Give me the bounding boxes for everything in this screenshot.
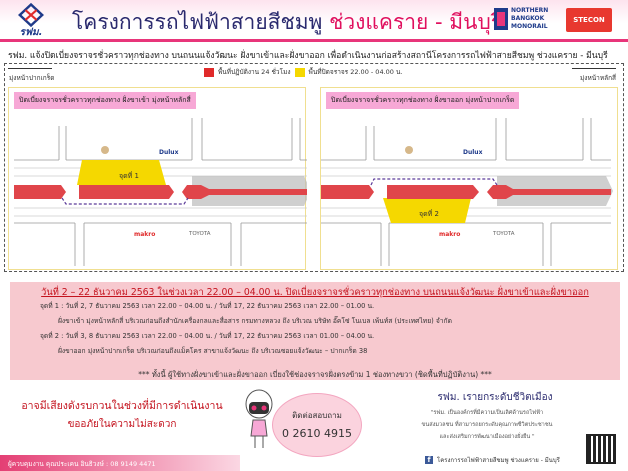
slogan-quote: "รฟม. เป็นองค์กรที่มีความเป็นเลิศด้านรถไ…	[430, 410, 544, 416]
facebook-icon: f	[425, 456, 433, 464]
qr-code	[586, 434, 616, 464]
diagram-frame	[4, 63, 624, 272]
footer-supervisor: ผู้ควบคุมงาน คุณประเคน อินธิวงษ์ : 08 91…	[0, 455, 240, 471]
mrta-emblem-icon	[18, 2, 44, 28]
point-2-label: จุดที่ 2	[419, 209, 439, 218]
schedule-line: จุดที่ 1 : วันที่ 2, 7 ธันวาคม 2563 เวลา…	[40, 302, 375, 310]
contact-phone[interactable]: 0 2610 4915	[282, 427, 352, 440]
legend-swatch-yellow	[294, 67, 305, 77]
stecon-logo: STECON	[566, 8, 612, 32]
announcement-subtitle: รฟม. แจ้งปิดเบี่ยงจราจรชั่วคราวทุกช่องทา…	[8, 51, 608, 61]
panel-title: ปิดเบี่ยงจราจรชั่วคราวทุกช่องทาง ฝั่งขาอ…	[326, 92, 520, 109]
nbm-logo: NORTHERN BANGKOK MONORAIL	[494, 4, 562, 36]
noise-notice: อาจมีเสียงดังรบกวนในช่วงที่มีการดำเนินงา…	[21, 400, 223, 412]
diagram-panel-2: จุดที่ 2 Dulux makro TOYOTA ปิดเบี่ยงจรา…	[320, 87, 618, 270]
mrta-logo: รฟม.	[8, 2, 54, 40]
mascot-illustration	[245, 389, 273, 448]
panel-title: ปิดเบี่ยงจราจรชั่วคราวทุกช่องทาง ฝั่งขาเ…	[14, 92, 196, 109]
facebook-link[interactable]: f โครงการรถไฟฟ้าสายสีชมพู ช่วงแคราย - มีน…	[425, 455, 560, 465]
road-diagram: จุดที่ 1 Dulux makro TOYOTA	[14, 118, 307, 266]
legend-swatch-red	[204, 67, 214, 77]
page-title: โครงการรถไฟฟ้าสายสีชมพู ช่วงแคราย - มีนบ…	[72, 10, 503, 34]
legend: พื้นที่ปฏิบัติงาน 24 ชั่วโมง พื้นที่ปิดจ…	[204, 67, 403, 77]
schedule-line: ฝั่งขาออก มุ่งหน้าปากเกร็ด บริเวณก่อนถึง…	[58, 347, 368, 355]
header: รฟม. โครงการรถไฟฟ้าสายสีชมพู ช่วงแคราย -…	[0, 0, 628, 42]
arrow-left-icon	[8, 68, 52, 69]
toyota-label: TOYOTA	[188, 231, 211, 237]
legend-label: พื้นที่ปิดจราจร 22.00 - 04.00 น.	[308, 68, 403, 76]
toyota-label: TOYOTA	[492, 231, 515, 237]
road-diagram: จุดที่ 2 Dulux makro TOYOTA	[321, 118, 613, 266]
dulux-label: Dulux	[463, 149, 483, 156]
point-1-label: จุดที่ 1	[119, 171, 139, 180]
slogan-title: รฟม. เรายกระดับชีวิตเมือง	[437, 392, 553, 403]
dulux-label: Dulux	[159, 149, 179, 156]
legend-label: พื้นที่ปฏิบัติงาน 24 ชั่วโมง	[218, 68, 291, 76]
facebook-label: โครงการรถไฟฟ้าสายสีชมพู ช่วงแคราย - มีนบ…	[437, 457, 560, 464]
arrow-right-icon	[572, 68, 616, 69]
nbm-mark-icon	[494, 8, 508, 30]
diagram-panel-1: จุดที่ 1 Dulux makro TOYOTA ปิดเบี่ยงจรา…	[8, 87, 307, 270]
contact-label: ติดต่อสอบถาม	[292, 411, 342, 420]
nbm-logo-text: NORTHERN BANGKOK MONORAIL	[511, 7, 549, 30]
apology-notice: ขออภัยในความไม่สะดวก	[67, 419, 177, 430]
schedule-box: วันที่ 2 – 22 ธันวาคม 2563 ในช่วงเวลา 22…	[10, 282, 620, 380]
schedule-line: จุดที่ 2 : วันที่ 3, 8 ธันวาคม 2563 เวลา…	[40, 332, 375, 340]
slogan-quote: ขนส่งมวลชน ที่สามารถยกระดับคุณภาพชีวิตปร…	[421, 422, 553, 428]
direction-right-label: มุ่งหน้าหลักสี่	[579, 74, 616, 82]
schedule-line: ฝั่งขาเข้า มุ่งหน้าหลักสี่ บริเวณก่อนถึง…	[58, 317, 452, 325]
makro-label: makro	[439, 231, 460, 238]
slogan-quote: และส่งเสริมการพัฒนาเมืองอย่างยั่งยืน "	[439, 434, 535, 440]
contact-bubble: ติดต่อสอบถาม 0 2610 4915	[272, 393, 362, 457]
direction-left-label: มุ่งหน้าปากเกร็ด	[9, 74, 55, 82]
mrta-logo-text: รฟม.	[19, 27, 43, 38]
schedule-headline: วันที่ 2 – 22 ธันวาคม 2563 ในช่วงเวลา 22…	[41, 287, 589, 298]
schedule-note: *** ทั้งนี้ ผู้ใช้ทางฝั่งขาเข้าและฝั่งขา…	[138, 370, 492, 379]
makro-label: makro	[134, 231, 155, 238]
